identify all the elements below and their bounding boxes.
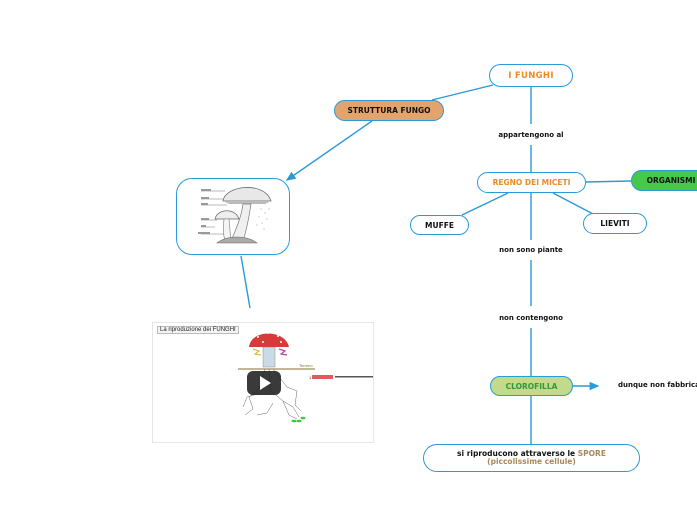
video-title: La riproduzione dei FUNGHI [157, 326, 239, 334]
node-riproduzione[interactable]: si riproducono attraverso le SPORE (picc… [423, 444, 640, 472]
node-regno-label: REGNO DEI MICETI [492, 178, 571, 187]
fungi-reproduction-illustration-icon: Terreno 1 [238, 332, 373, 423]
link-label-appartengono: appartengono al [496, 130, 566, 140]
video-legend-number: 1 [309, 375, 312, 380]
link-kingdom-organisms [585, 180, 632, 183]
link-kingdom-molds [461, 192, 509, 216]
link-label-dunque: dunque non fabbrica [616, 380, 697, 390]
node-riproduzione-main: si riproducono attraverso le [457, 448, 578, 458]
node-riproduzione-spore: SPORE [577, 448, 606, 458]
link-label-non-sono-piante: non sono piante [497, 245, 565, 255]
node-clorofilla[interactable]: CLOROFILLA [490, 376, 573, 396]
node-clorofilla-label: CLOROFILLA [505, 381, 558, 391]
link-structure-image [285, 120, 373, 181]
link-root-structure [431, 84, 494, 101]
link-label-non-contengono: non contengono [497, 313, 565, 323]
node-i-funghi-label: I FUNGHI [508, 70, 554, 81]
video-ground-label: Terreno [299, 363, 313, 368]
node-muffe-label: MUFFE [425, 220, 454, 230]
node-riproduzione-sub: (piccolissime cellule) [487, 457, 576, 466]
mushroom-structure-image[interactable] [176, 178, 290, 255]
node-struttura-fungo[interactable]: STRUTTURA FUNGO [334, 100, 444, 121]
play-button[interactable] [247, 371, 281, 395]
node-regno-dei-miceti[interactable]: REGNO DEI MICETI [477, 172, 586, 193]
node-i-funghi[interactable]: I FUNGHI [489, 64, 573, 87]
node-organismi-label: ORGANISMI [646, 176, 696, 185]
node-lieviti[interactable]: LIEVITI [583, 213, 647, 234]
node-struttura-fungo-label: STRUTTURA FUNGO [347, 106, 431, 115]
video-thumbnail[interactable]: La riproduzione dei FUNGHI Terreno 1 [152, 322, 374, 443]
play-icon [260, 376, 271, 390]
link-image-video [240, 255, 251, 309]
node-organismi[interactable]: ORGANISMI [631, 170, 697, 191]
link-kingdom-yeasts [552, 192, 596, 216]
node-riproduzione-line1: si riproducono attraverso le SPORE [457, 448, 606, 459]
node-muffe[interactable]: MUFFE [410, 215, 469, 235]
mushroom-illustration-icon [198, 187, 272, 244]
node-lieviti-label: LIEVITI [600, 219, 630, 228]
